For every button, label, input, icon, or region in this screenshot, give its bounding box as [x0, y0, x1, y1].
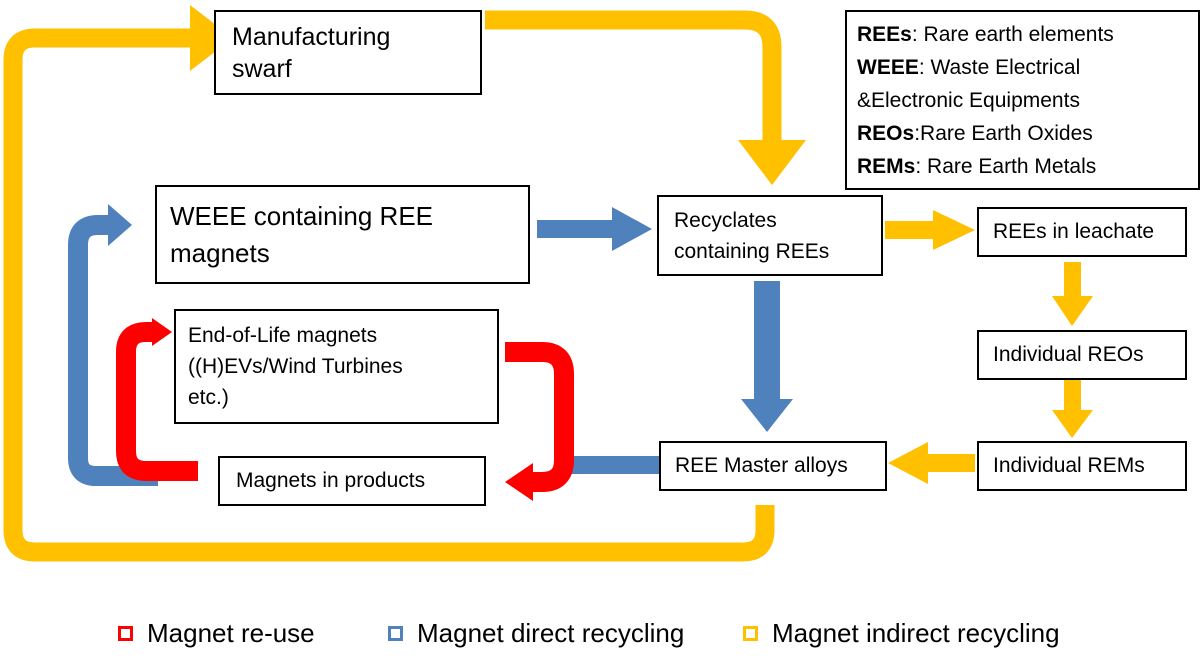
individual-rems-box: Individual REMs: [977, 441, 1187, 491]
key-separator: :: [911, 23, 924, 46]
legend-swatch-direct: [388, 626, 403, 641]
key-separator: :: [918, 56, 931, 79]
weee-to-recyclates-arrowhead: [612, 207, 652, 251]
recyclates-to-leachate-arrowhead: [933, 210, 975, 250]
key-row: REEs: Rare earth elements: [857, 18, 1188, 51]
key-definition: Rare Earth Metals: [927, 155, 1097, 178]
rems-to-alloys-arrowhead: [888, 442, 928, 484]
key-row: WEEE: Waste Electrical: [857, 51, 1188, 84]
legend-item-direct: Magnet direct recycling: [388, 618, 684, 649]
reuse-right-loop-arrowhead: [505, 463, 533, 501]
legend-item-indirect: Magnet indirect recycling: [743, 618, 1060, 649]
direct-loop-arrow: [68, 215, 158, 486]
individual-rems-label: Individual REMs: [993, 454, 1145, 477]
key-definition: Rare Earth Oxides: [920, 122, 1093, 145]
direct-loop-arrowhead: [108, 204, 132, 246]
legend: Magnet re-use Magnet direct recycling Ma…: [0, 618, 1200, 658]
swarf-to-recyclates-arrow: [485, 10, 782, 145]
weee-magnets-label: WEEE containing REE magnets: [170, 200, 434, 268]
reos-to-rems-shaft: [1064, 380, 1081, 412]
indirect-loop-outer-arrowhead: [190, 5, 233, 71]
key-separator: :: [915, 155, 928, 178]
key-row: REMs: Rare Earth Metals: [857, 150, 1188, 183]
key-definition: Rare earth elements: [923, 23, 1114, 46]
reos-to-rems-arrowhead: [1052, 410, 1093, 438]
key-definition: Waste Electrical: [930, 56, 1081, 79]
key-definition: &Electronic Equipments: [857, 89, 1080, 112]
master-alloys-box: REE Master alloys: [659, 441, 887, 491]
eol-magnets-label: End-of-Life magnets ((H)EVs/Wind Turbine…: [188, 324, 403, 409]
reuse-left-loop-arrow: [116, 322, 198, 481]
eol-magnets-box: End-of-Life magnets ((H)EVs/Wind Turbine…: [174, 309, 499, 424]
manufacturing-swarf-label: Manufacturing swarf: [232, 22, 391, 83]
recyclates-label: Recyclates containing REEs: [674, 208, 830, 263]
legend-label: Magnet direct recycling: [417, 618, 685, 648]
swarf-to-recyclates-arrowhead: [738, 140, 806, 185]
recyclates-box: Recyclates containing REEs: [657, 195, 883, 276]
weee-to-recyclates-shaft: [537, 220, 617, 238]
weee-magnets-box: WEEE containing REE magnets: [155, 185, 530, 284]
legend-label: Magnet re-use: [147, 618, 315, 648]
legend-swatch-reuse: [118, 626, 133, 641]
recyclates-to-alloys-shaft: [754, 281, 780, 401]
rees-leachate-box: REEs in leachate: [977, 207, 1187, 257]
key-separator: :: [914, 122, 921, 145]
leachate-to-reos-arrowhead: [1052, 296, 1093, 326]
legend-item-reuse: Magnet re-use: [118, 618, 315, 649]
legend-swatch-indirect: [743, 626, 758, 641]
key-term: REOs: [857, 122, 915, 145]
rees-leachate-label: REEs in leachate: [993, 220, 1155, 243]
key-term: REMs: [857, 155, 916, 178]
key-row: &Electronic Equipments: [857, 84, 1188, 117]
rems-to-alloys-shaft: [925, 454, 975, 472]
key-row: REOs:Rare Earth Oxides: [857, 117, 1188, 150]
magnets-products-box: Magnets in products: [218, 456, 486, 506]
manufacturing-swarf-box: Manufacturing swarf: [214, 10, 482, 95]
reuse-right-loop-arrow: [505, 342, 574, 492]
key-term: WEEE: [857, 56, 919, 79]
master-alloys-label: REE Master alloys: [675, 454, 848, 477]
legend-label: Magnet indirect recycling: [772, 618, 1060, 648]
individual-reos-label: Individual REOs: [993, 343, 1144, 366]
recyclates-to-leachate-shaft: [885, 221, 935, 239]
leachate-to-reos-shaft: [1064, 262, 1081, 298]
key-term: REEs: [857, 23, 912, 46]
magnets-products-label: Magnets in products: [236, 469, 426, 492]
alloys-to-products-shaft: [562, 456, 659, 474]
abbreviation-key: REEs: Rare earth elements WEEE: Waste El…: [845, 10, 1200, 190]
reuse-left-loop-arrowhead: [152, 318, 172, 346]
recyclates-to-alloys-arrowhead: [741, 399, 793, 432]
individual-reos-box: Individual REOs: [977, 330, 1187, 380]
indirect-loop-outer-arrow: [3, 28, 775, 562]
